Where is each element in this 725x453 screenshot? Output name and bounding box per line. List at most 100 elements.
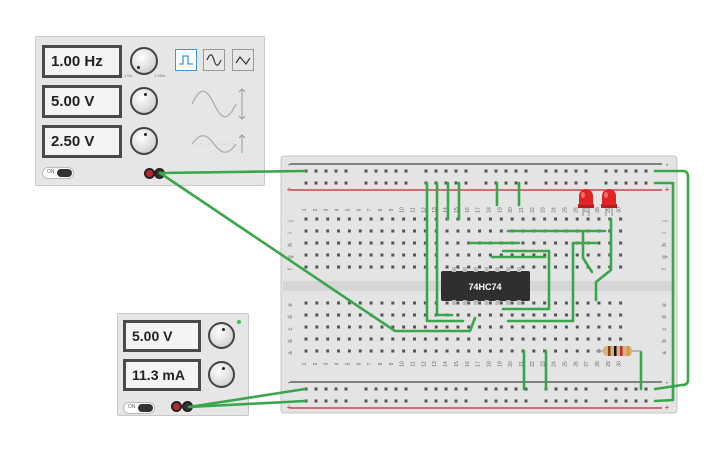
breadboard-hole[interactable] [315, 241, 319, 245]
breadboard-hole[interactable] [614, 387, 618, 391]
breadboard-hole[interactable] [514, 399, 518, 403]
breadboard-hole[interactable] [454, 399, 458, 403]
breadboard-hole[interactable] [454, 169, 458, 173]
wire-led2-lead[interactable] [594, 217, 613, 302]
square-wave-button[interactable] [175, 49, 197, 71]
breadboard-hole[interactable] [543, 217, 547, 221]
breadboard-hole[interactable] [369, 217, 373, 221]
breadboard-hole[interactable] [467, 301, 471, 305]
breadboard-hole[interactable] [575, 265, 579, 269]
breadboard-hole[interactable] [326, 301, 330, 305]
resistor[interactable] [596, 346, 641, 356]
function-generator-power-switch[interactable]: ON [42, 167, 74, 179]
breadboard-hole[interactable] [532, 349, 536, 353]
breadboard-hole[interactable] [434, 169, 438, 173]
breadboard-hole[interactable] [402, 349, 406, 353]
breadboard-hole[interactable] [504, 181, 508, 185]
breadboard-hole[interactable] [344, 181, 348, 185]
breadboard-hole[interactable] [521, 337, 525, 341]
breadboard-hole[interactable] [554, 169, 558, 173]
breadboard-hole[interactable] [315, 253, 319, 257]
breadboard-hole[interactable] [380, 301, 384, 305]
breadboard-hole[interactable] [347, 337, 351, 341]
breadboard-hole[interactable] [575, 217, 579, 221]
breadboard-hole[interactable] [478, 349, 482, 353]
breadboard-hole[interactable] [402, 229, 406, 233]
breadboard-hole[interactable] [608, 325, 612, 329]
breadboard-hole[interactable] [315, 337, 319, 341]
breadboard-hole[interactable] [391, 325, 395, 329]
breadboard-hole[interactable] [575, 325, 579, 329]
breadboard-hole[interactable] [488, 229, 492, 233]
breadboard-hole[interactable] [510, 349, 514, 353]
breadboard-hole[interactable] [391, 313, 395, 317]
breadboard-hole[interactable] [326, 229, 330, 233]
breadboard-hole[interactable] [644, 399, 648, 403]
breadboard-hole[interactable] [624, 399, 628, 403]
breadboard-hole[interactable] [524, 399, 528, 403]
power-supply-power-switch[interactable]: ON [123, 402, 155, 414]
breadboard-hole[interactable] [445, 229, 449, 233]
breadboard-hole[interactable] [304, 337, 308, 341]
breadboard-hole[interactable] [380, 253, 384, 257]
breadboard-hole[interactable] [614, 399, 618, 403]
breadboard-hole[interactable] [575, 349, 579, 353]
breadboard-hole[interactable] [532, 313, 536, 317]
breadboard-hole[interactable] [564, 337, 568, 341]
breadboard-hole[interactable] [374, 387, 378, 391]
breadboard-hole[interactable] [445, 265, 449, 269]
breadboard-hole[interactable] [358, 241, 362, 245]
breadboard-hole[interactable] [384, 181, 388, 185]
breadboard-hole[interactable] [444, 387, 448, 391]
breadboard-hole[interactable] [304, 313, 308, 317]
breadboard-hole[interactable] [423, 229, 427, 233]
breadboard-hole[interactable] [380, 313, 384, 317]
breadboard-hole[interactable] [554, 265, 558, 269]
breadboard-hole[interactable] [564, 253, 568, 257]
breadboard-hole[interactable] [488, 325, 492, 329]
breadboard-hole[interactable] [478, 217, 482, 221]
breadboard-hole[interactable] [344, 399, 348, 403]
breadboard-hole[interactable] [334, 169, 338, 173]
breadboard-hole[interactable] [554, 241, 558, 245]
breadboard-hole[interactable] [584, 169, 588, 173]
breadboard-hole[interactable] [564, 387, 568, 391]
breadboard-hole[interactable] [467, 313, 471, 317]
amplitude-knob[interactable] [130, 87, 158, 115]
breadboard-hole[interactable] [554, 325, 558, 329]
breadboard-hole[interactable] [334, 181, 338, 185]
breadboard-hole[interactable] [380, 337, 384, 341]
breadboard-hole[interactable] [326, 313, 330, 317]
wire-ps-positive[interactable] [187, 399, 307, 409]
breadboard-hole[interactable] [597, 301, 601, 305]
breadboard-hole[interactable] [434, 325, 438, 329]
breadboard-hole[interactable] [604, 399, 608, 403]
breadboard-hole[interactable] [413, 337, 416, 341]
breadboard-hole[interactable] [467, 337, 471, 341]
breadboard-hole[interactable] [445, 253, 449, 257]
breadboard-hole[interactable] [604, 169, 608, 173]
breadboard-hole[interactable] [634, 181, 638, 185]
breadboard-hole[interactable] [404, 387, 408, 391]
breadboard-hole[interactable] [564, 325, 568, 329]
breadboard-hole[interactable] [374, 181, 378, 185]
breadboard-hole[interactable] [494, 399, 498, 403]
breadboard-hole[interactable] [444, 181, 448, 185]
breadboard-hole[interactable] [619, 241, 623, 245]
breadboard-hole[interactable] [423, 325, 427, 329]
breadboard-hole[interactable] [358, 229, 362, 233]
breadboard-hole[interactable] [402, 217, 406, 221]
breadboard-hole[interactable] [347, 241, 351, 245]
breadboard-hole[interactable] [510, 337, 514, 341]
breadboard-hole[interactable] [369, 265, 373, 269]
breadboard-hole[interactable] [456, 265, 460, 269]
breadboard-hole[interactable] [347, 349, 351, 353]
breadboard-hole[interactable] [554, 399, 558, 403]
breadboard-hole[interactable] [584, 181, 588, 185]
breadboard-hole[interactable] [510, 325, 514, 329]
breadboard-hole[interactable] [586, 325, 590, 329]
breadboard-hole[interactable] [467, 349, 471, 353]
breadboard-hole[interactable] [326, 325, 330, 329]
breadboard-hole[interactable] [499, 301, 503, 305]
breadboard-hole[interactable] [304, 229, 308, 233]
